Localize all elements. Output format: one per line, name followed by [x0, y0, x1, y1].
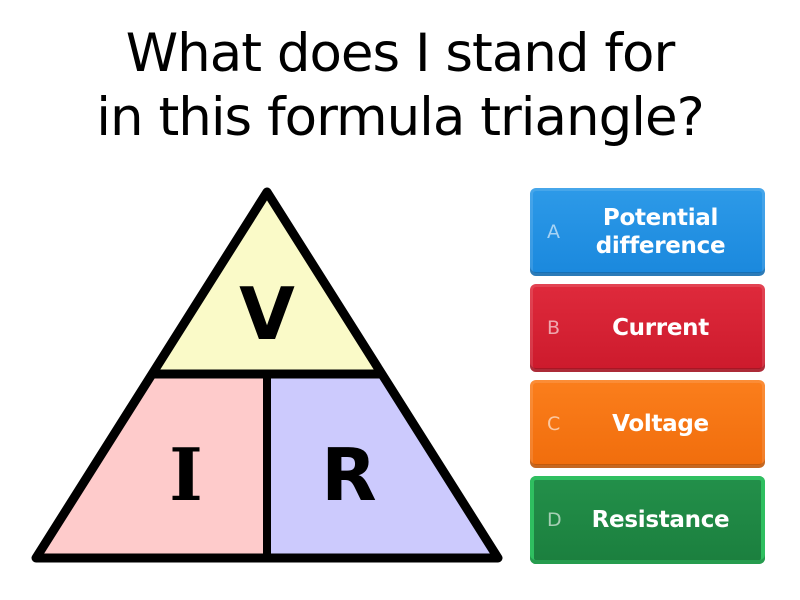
symbol-r: R [321, 433, 376, 517]
answer-label: Resistance [591, 507, 730, 533]
answer-letter: A [547, 221, 560, 243]
question-line-1: What does I stand for [125, 23, 676, 84]
answer-letter: D [547, 509, 562, 531]
answer-option-c[interactable]: C Voltage [530, 380, 765, 468]
symbol-i: I [169, 432, 203, 517]
question-line-2: in this formula triangle? [96, 87, 704, 148]
answer-option-d[interactable]: D Resistance [530, 476, 765, 564]
answer-option-b[interactable]: B Current [530, 284, 765, 372]
symbol-v: V [239, 272, 295, 356]
formula-triangle-diagram: V I R [31, 187, 503, 563]
answer-label: Current [612, 315, 709, 341]
triangle-top-region [151, 192, 383, 374]
answer-letter: C [547, 413, 561, 435]
triangle-bottom-right-region [267, 374, 498, 558]
question-title: What does I stand for in this formula tr… [0, 22, 800, 150]
answer-label: Potential difference [595, 205, 726, 259]
triangle-bottom-left-region [36, 374, 267, 558]
answer-letter: B [547, 317, 561, 339]
answer-options: A Potential difference B Current C Volta… [530, 188, 765, 572]
answer-option-a[interactable]: A Potential difference [530, 188, 765, 276]
answer-label: Voltage [612, 411, 709, 437]
